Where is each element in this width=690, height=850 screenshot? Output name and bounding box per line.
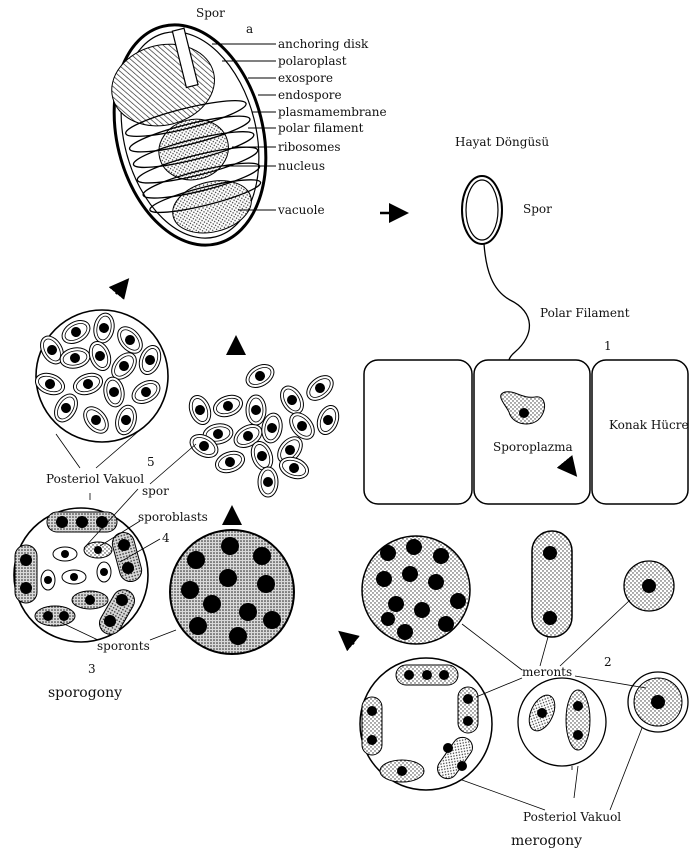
arrow-up-right-icon xyxy=(116,282,126,294)
host-cells xyxy=(364,360,688,504)
meronts-label: meronts xyxy=(522,665,572,679)
meront-large-round xyxy=(362,536,470,644)
sporoblasts-label: sporoblasts xyxy=(138,510,208,524)
free-spores-label-line xyxy=(150,444,196,484)
meront-elongated xyxy=(532,531,572,637)
sporoplasm-nucleus xyxy=(519,408,529,418)
posterior-vacuole-label-left: Posteriol Vakuol xyxy=(46,472,144,486)
label-polar-filament: polar filament xyxy=(278,121,364,135)
sporogony-label: sporogony xyxy=(48,685,122,701)
label-vacuole: vacuole xyxy=(277,203,325,217)
step-number-2: 2 xyxy=(604,655,612,669)
arrow-up-left-icon xyxy=(342,634,354,644)
spore-vacuole-5 xyxy=(32,310,168,442)
free-spore xyxy=(462,176,502,244)
label-nucleus: nucleus xyxy=(278,159,325,173)
step-number-5: 5 xyxy=(147,455,155,469)
spor-label-small: spor xyxy=(142,484,169,498)
merogony-vacuole-medium xyxy=(518,678,606,766)
posterior-vacuole-label-right: Posteriol Vakuol xyxy=(523,810,621,824)
label-ribosomes: ribosomes xyxy=(278,140,341,154)
merogony-label: merogony xyxy=(511,833,582,849)
label-anchoring-disk: anchoring disk xyxy=(278,37,369,51)
label-exospore: exospore xyxy=(278,71,333,85)
free-mature-spores xyxy=(185,360,342,497)
step-number-3: 3 xyxy=(88,662,96,676)
label-plasmamembrane: plasmamembrane xyxy=(278,105,387,119)
merogony-vacuole-large xyxy=(360,658,492,790)
host-cell-label: Konak Hücre xyxy=(609,418,689,432)
label-polaroplast: polaroplast xyxy=(278,54,347,68)
step-number-4: 4 xyxy=(162,531,170,545)
free-spore-label: Spor xyxy=(523,202,552,216)
life-cycle-title: Hayat Döngüsü xyxy=(455,135,549,149)
sporont-dark xyxy=(170,530,294,654)
polar-filament-label: Polar Filament xyxy=(540,306,630,320)
spore-title: Spor xyxy=(196,6,225,20)
label-endospore: endospore xyxy=(278,88,342,102)
panel-letter: a xyxy=(246,22,253,36)
spore-ultrastructure: Spor a xyxy=(92,6,387,261)
sporoplasm-label: Sporoplazma xyxy=(493,440,573,454)
merogony-vacuole-small xyxy=(628,672,688,732)
meront-small xyxy=(624,561,674,611)
step-number-1: 1 xyxy=(604,339,612,353)
sporonts-label: sporonts xyxy=(97,639,150,653)
